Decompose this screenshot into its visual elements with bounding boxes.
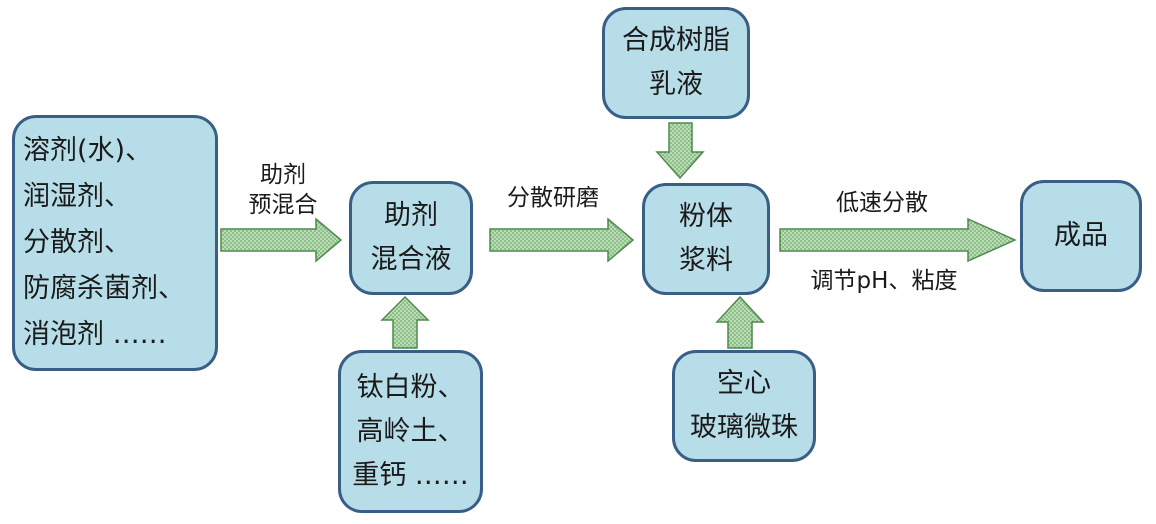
node-resin: 合成树脂 乳液 bbox=[602, 7, 750, 119]
edge-label-premix: 助剂 预混合 bbox=[228, 160, 338, 220]
node-pigments: 钛白粉、 高岭土、 重钙 …… bbox=[338, 350, 483, 513]
additive-mix-line-1: 助剂 bbox=[384, 200, 438, 231]
node-slurry: 粉体 浆料 bbox=[642, 183, 770, 295]
glass-beads-line-2: 玻璃微珠 bbox=[690, 412, 798, 443]
premix-line-1: 助剂 bbox=[260, 162, 306, 188]
arrow-glass-up bbox=[715, 295, 765, 349]
resin-line-1: 合成树脂 bbox=[622, 25, 730, 56]
raw-material-5: 消泡剂 …… bbox=[23, 319, 167, 350]
arrow-resin-down bbox=[655, 122, 705, 180]
pigment-1: 钛白粉、 bbox=[356, 371, 465, 403]
raw-material-1: 溶剂(水)、 bbox=[23, 135, 153, 166]
arrow-grinding bbox=[489, 217, 635, 263]
arrow-premix bbox=[220, 217, 343, 263]
premix-line-2: 预混合 bbox=[248, 192, 318, 218]
pigment-3: 重钙 …… bbox=[352, 459, 469, 491]
edge-label-low-speed: 低速分散 bbox=[836, 190, 928, 216]
resin-line-2: 乳液 bbox=[649, 69, 703, 100]
arrow-low-speed bbox=[779, 217, 1017, 263]
raw-material-3: 分散剂、 bbox=[23, 227, 131, 258]
raw-material-2: 润湿剂、 bbox=[23, 181, 131, 212]
node-additive-mix: 助剂 混合液 bbox=[349, 181, 473, 295]
edge-label-grinding: 分散研磨 bbox=[507, 185, 599, 211]
node-raw-materials: 溶剂(水)、 润湿剂、 分散剂、 防腐杀菌剂、 消泡剂 …… bbox=[12, 115, 218, 371]
arrow-pigments-up bbox=[380, 295, 430, 349]
node-glass-beads: 空心 玻璃微珠 bbox=[672, 350, 816, 462]
node-product: 成品 bbox=[1020, 180, 1142, 292]
slurry-line-2: 浆料 bbox=[679, 245, 733, 276]
edge-label-adjust: 调节pH、粘度 bbox=[810, 268, 958, 294]
glass-beads-line-1: 空心 bbox=[717, 368, 771, 399]
raw-material-4: 防腐杀菌剂、 bbox=[23, 273, 185, 304]
slurry-line-1: 粉体 bbox=[679, 201, 733, 232]
additive-mix-line-2: 混合液 bbox=[370, 244, 452, 275]
product-label: 成品 bbox=[1054, 220, 1108, 251]
pigment-2: 高岭土、 bbox=[356, 415, 465, 447]
